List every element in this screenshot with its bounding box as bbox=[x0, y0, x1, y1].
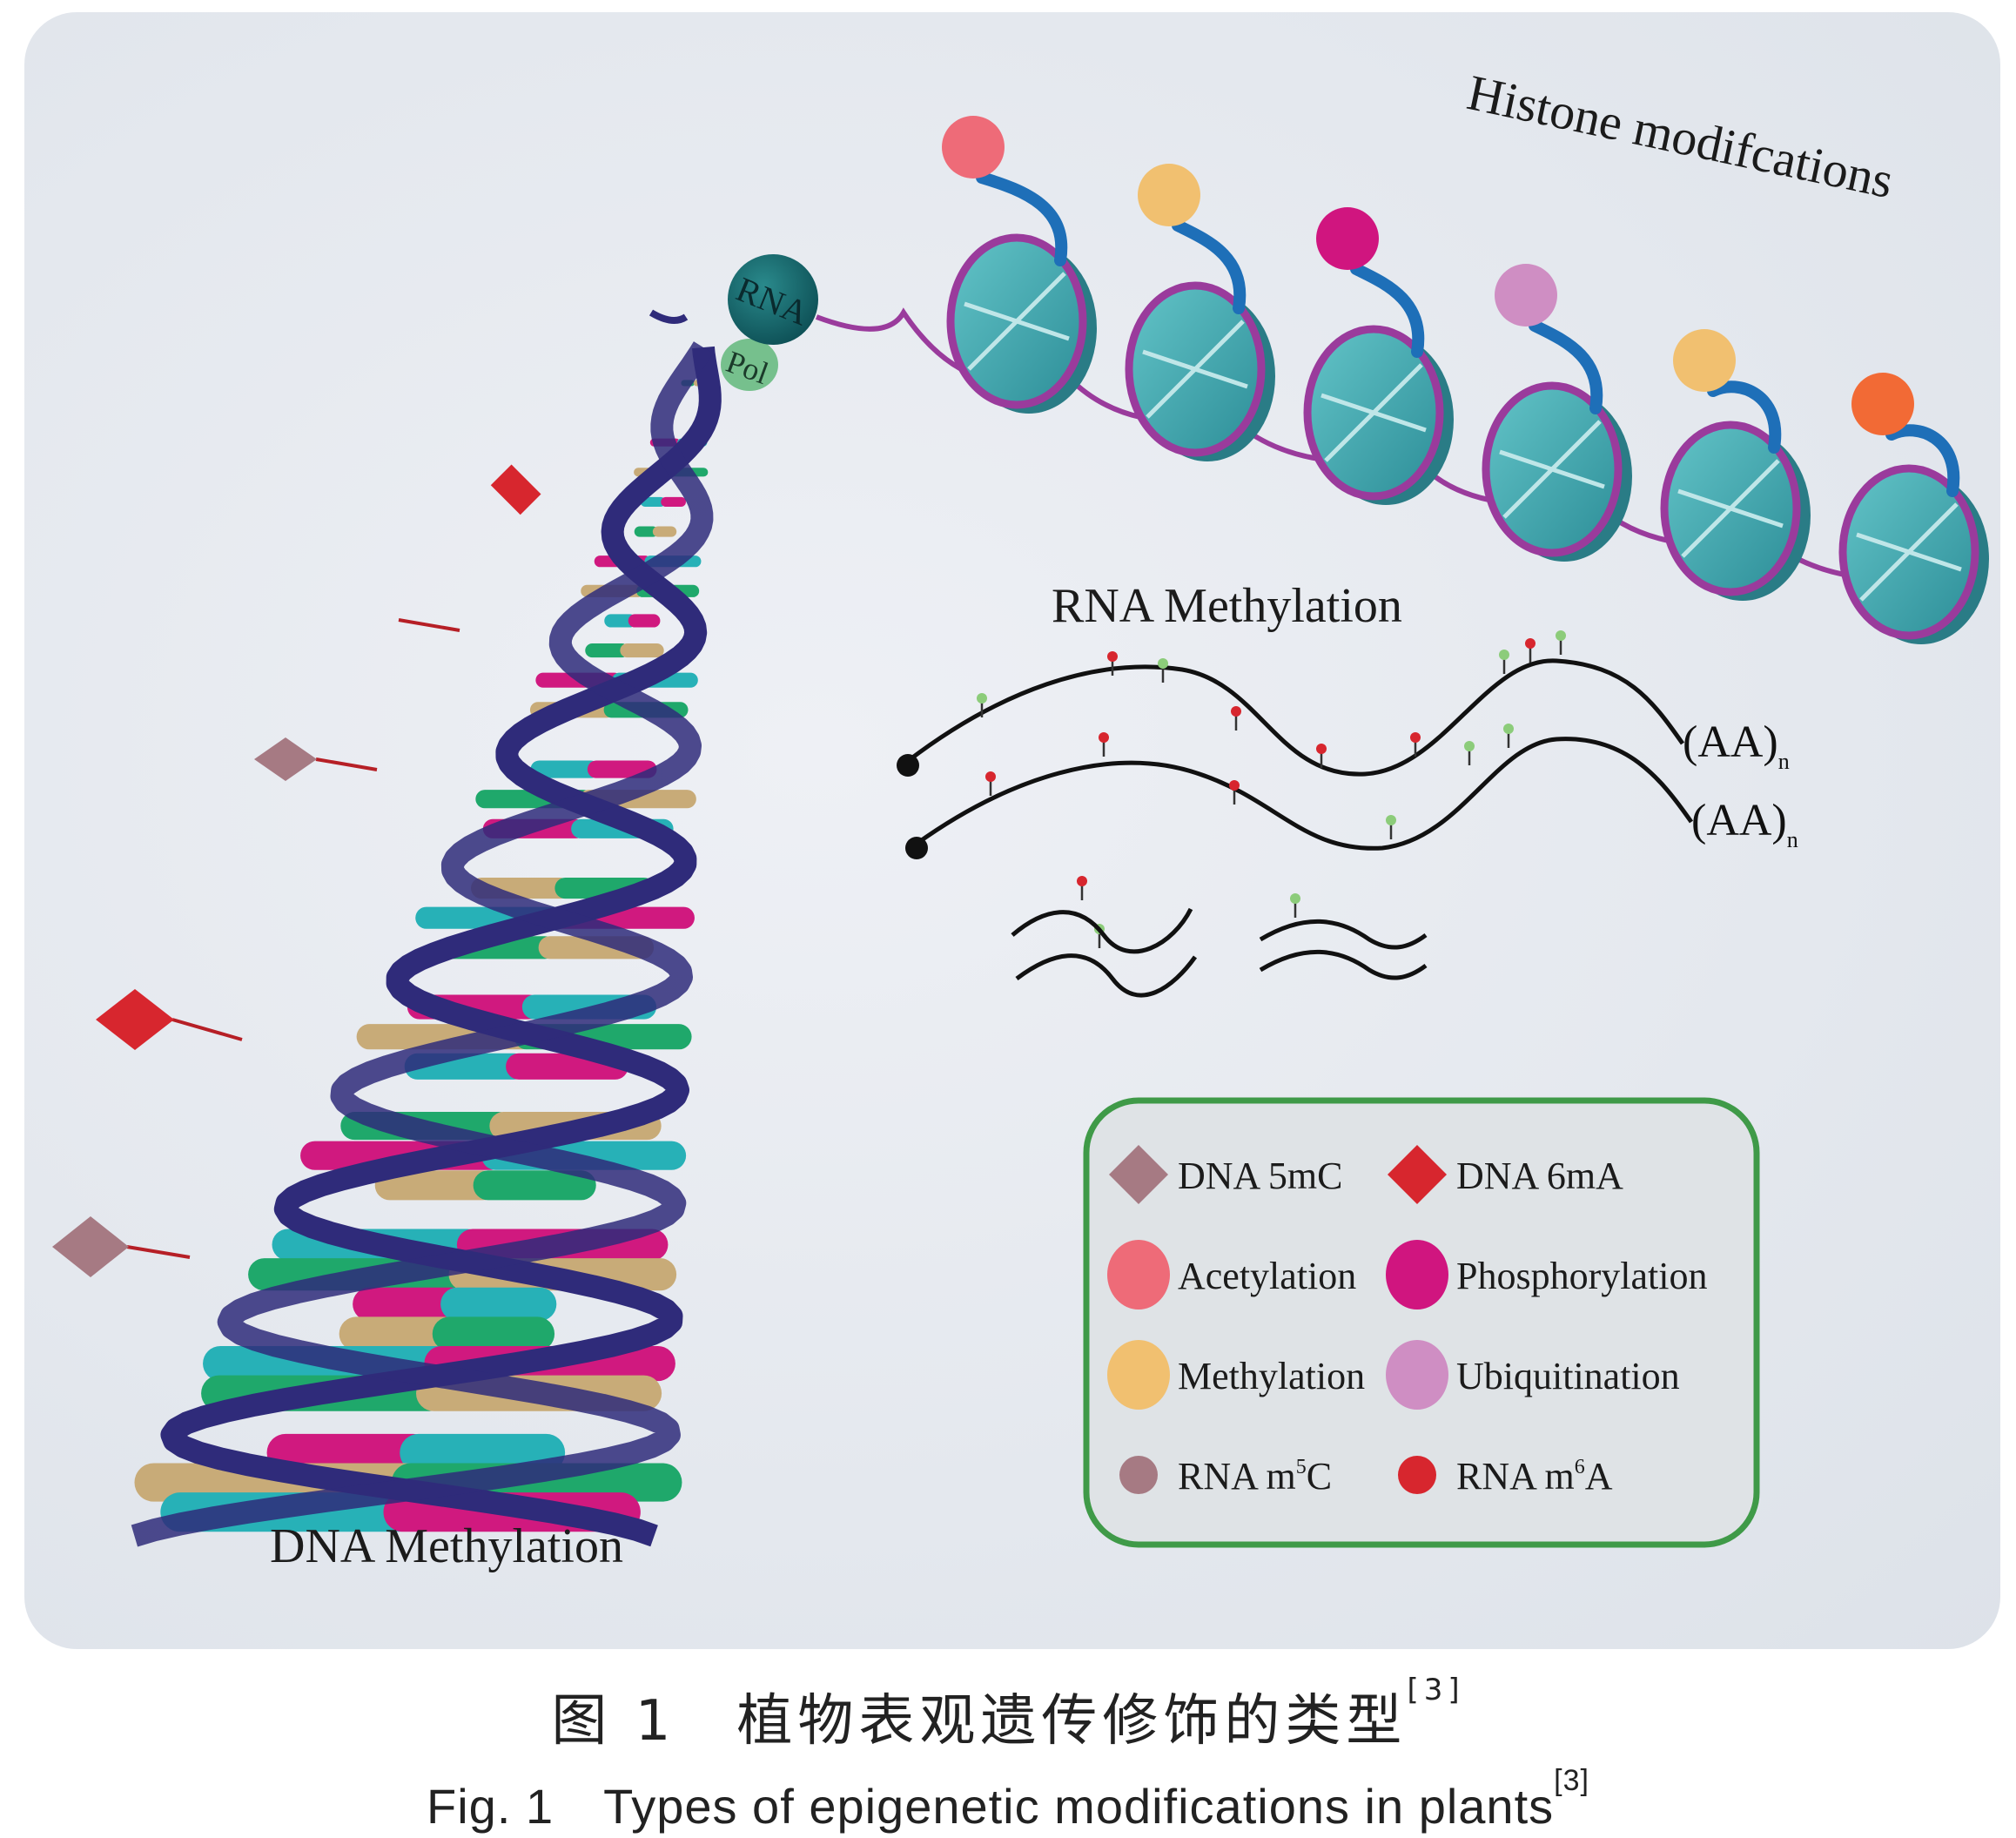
svg-text:(AA)n: (AA)n bbox=[1683, 717, 1790, 774]
legend-label: DNA 5mC bbox=[1178, 1155, 1342, 1197]
mrna-strand-1 bbox=[906, 658, 1685, 777]
dna-double-helix bbox=[131, 341, 722, 1547]
dna-6ma-mark-lower bbox=[96, 989, 243, 1050]
caption-chinese: 图 1 植物表观遗传修饰的类型[3] bbox=[551, 1673, 1465, 1754]
rna-m5c-pin bbox=[1464, 741, 1475, 765]
legend-label: Phosphorylation bbox=[1456, 1255, 1707, 1297]
dna-backbone-strand bbox=[160, 341, 722, 1547]
legend-swatch bbox=[1109, 1145, 1168, 1204]
mrna-fragment-2 bbox=[1015, 953, 1198, 998]
epigenetics-diagram: Pol RNA Histone modifcations RNA Methyla… bbox=[52, 64, 1989, 1573]
rna-m6a-pin bbox=[1107, 651, 1118, 676]
polya-tail-label-2: (AA)n bbox=[1691, 796, 1798, 852]
dna-6ma-mark-top bbox=[398, 464, 541, 632]
histone-modification-mark bbox=[1673, 329, 1736, 392]
legend-label: RNA m5C bbox=[1178, 1455, 1332, 1498]
nucleosome bbox=[1660, 329, 1811, 601]
histone-modification-mark bbox=[942, 116, 1005, 178]
legend-item-rna-m5c: RNA m5C bbox=[1119, 1455, 1332, 1498]
mrna-fragment-1 bbox=[1011, 907, 1193, 954]
rna-m6a-pin bbox=[1410, 732, 1421, 757]
figure-panel: Pol RNA Histone modifcations RNA Methyla… bbox=[24, 12, 2000, 1649]
mrna-fragment-3 bbox=[1259, 919, 1428, 950]
dna-backbone-strand bbox=[131, 341, 714, 1547]
rna-m5c-pin bbox=[1290, 893, 1300, 918]
rna-polymerase: Pol RNA bbox=[648, 254, 818, 391]
histone-tail bbox=[1350, 263, 1425, 358]
histone-modification-mark bbox=[1851, 373, 1914, 435]
legend-swatch bbox=[1398, 1456, 1436, 1494]
dna-methylation-label: DNA Methylation bbox=[270, 1519, 623, 1573]
polya-tail-label-1: (AA)n bbox=[1683, 717, 1790, 774]
legend-item-ubiquitination: Ubiquitination bbox=[1386, 1340, 1680, 1410]
legend-swatch bbox=[1107, 1340, 1170, 1410]
rna-m6a-pin bbox=[1231, 706, 1241, 730]
dna-5mc-mark-lower bbox=[52, 1216, 191, 1277]
legend-swatch bbox=[1386, 1340, 1448, 1410]
legend-swatch bbox=[1119, 1456, 1158, 1494]
dna-5mc-mark-upper bbox=[254, 737, 378, 781]
rna-m6a-pin bbox=[1077, 876, 1087, 900]
rna-m5c-pin bbox=[977, 693, 987, 717]
rna-methylation-label: RNA Methylation bbox=[1052, 579, 1402, 633]
histone-modification-mark bbox=[1316, 207, 1379, 270]
legend-item-rna-m6a: RNA m6A bbox=[1398, 1455, 1613, 1498]
mrna-strand-2 bbox=[915, 737, 1694, 851]
legend-item-methylation: Methylation bbox=[1107, 1340, 1365, 1410]
legend-swatch bbox=[1107, 1240, 1170, 1309]
histone-modifications-label: Histone modifcations bbox=[1462, 64, 1898, 209]
legend-swatch bbox=[1388, 1145, 1447, 1204]
nucleosome bbox=[1482, 264, 1632, 562]
legend-label: Methylation bbox=[1178, 1355, 1365, 1397]
legend-box: DNA 5mC DNA 6mA Acetylation Phosphorylation… bbox=[1083, 1097, 1760, 1548]
histone-tail bbox=[1885, 424, 1960, 497]
rna-m5c-pin bbox=[1556, 630, 1566, 655]
mrna-strands bbox=[897, 630, 1694, 998]
rna-m6a-pin bbox=[1525, 638, 1536, 663]
legend-item-dna-6ma: DNA 6mA bbox=[1388, 1145, 1623, 1204]
histone-tail bbox=[1529, 320, 1603, 414]
rna-m6a-pin bbox=[1229, 780, 1240, 805]
nucleosome bbox=[1838, 373, 1989, 644]
histone-modification-mark bbox=[1138, 164, 1200, 226]
rna-m5c-pin bbox=[1503, 724, 1514, 748]
histone-tail bbox=[1172, 219, 1247, 314]
nucleosome-array bbox=[942, 116, 1989, 644]
legend-item-phosphorylation: Phosphorylation bbox=[1386, 1240, 1707, 1309]
nucleosome bbox=[942, 116, 1097, 414]
rna-m6a-pin bbox=[985, 771, 996, 796]
legend-swatch bbox=[1386, 1240, 1448, 1309]
histone-tail bbox=[976, 172, 1068, 266]
legend-label: Acetylation bbox=[1178, 1255, 1356, 1297]
nucleosome bbox=[1303, 207, 1454, 505]
rna-m6a-pin bbox=[1316, 744, 1327, 768]
rna-m6a-pin bbox=[1099, 732, 1109, 757]
rna-m5c-pin bbox=[1386, 815, 1396, 839]
svg-text:(AA)n: (AA)n bbox=[1691, 796, 1798, 852]
mrna-fragment-4 bbox=[1259, 949, 1428, 980]
caption-english: Fig. 1 Types of epigenetic modifications… bbox=[427, 1764, 1589, 1834]
dna-methylation-marks bbox=[52, 464, 541, 1277]
legend-item-dna-5mc: DNA 5mC bbox=[1109, 1145, 1342, 1204]
rna-m5c-pin bbox=[1158, 658, 1168, 683]
histone-modification-mark bbox=[1495, 264, 1557, 327]
legend-label: RNA m6A bbox=[1456, 1455, 1613, 1498]
legend-label: Ubiquitination bbox=[1456, 1355, 1680, 1397]
nucleosome bbox=[1125, 164, 1275, 461]
legend-label: DNA 6mA bbox=[1456, 1155, 1623, 1197]
histone-tail bbox=[1707, 380, 1782, 454]
rna-m5c-pin bbox=[1499, 650, 1509, 674]
legend-item-acetylation: Acetylation bbox=[1107, 1240, 1356, 1309]
